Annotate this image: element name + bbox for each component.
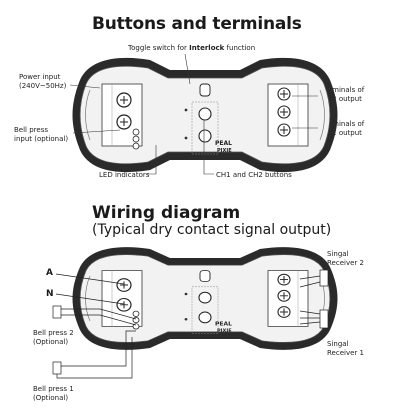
section2-subtitle: (Typical dry contact signal output) (92, 222, 332, 238)
section2-title: Wiring diagram (92, 203, 241, 223)
led-indicators-label: LED indicators (99, 171, 150, 179)
callout-lines-top (69, 53, 318, 175)
power-input-label: Power input(240V~50Hz) (19, 73, 67, 90)
ch-buttons-label: CH1 and CH2 buttons (216, 171, 292, 179)
a-terminal-label: A (46, 268, 53, 278)
device-top-view: PEAL PIXIE (71, 57, 339, 173)
toggle-switch-label: Toggle switch for Interlock function (128, 44, 256, 52)
n-terminal-label: N (46, 289, 54, 299)
brand-peal-2: PEAL (215, 322, 232, 328)
brand-pixie: PIXIE (217, 148, 232, 154)
bell-press2-label: Bell press 2(Optional) (33, 329, 74, 346)
brand-pixie-2: PIXIE (217, 328, 232, 334)
section1-title: Buttons and terminals (92, 14, 302, 34)
bell-press1-label: Bell press 1(Optional) (33, 385, 74, 402)
wiring-lines (52, 269, 329, 379)
device-wiring-view: PEAL PIXIE (71, 246, 339, 351)
brand-peal: PEAL (215, 140, 232, 147)
